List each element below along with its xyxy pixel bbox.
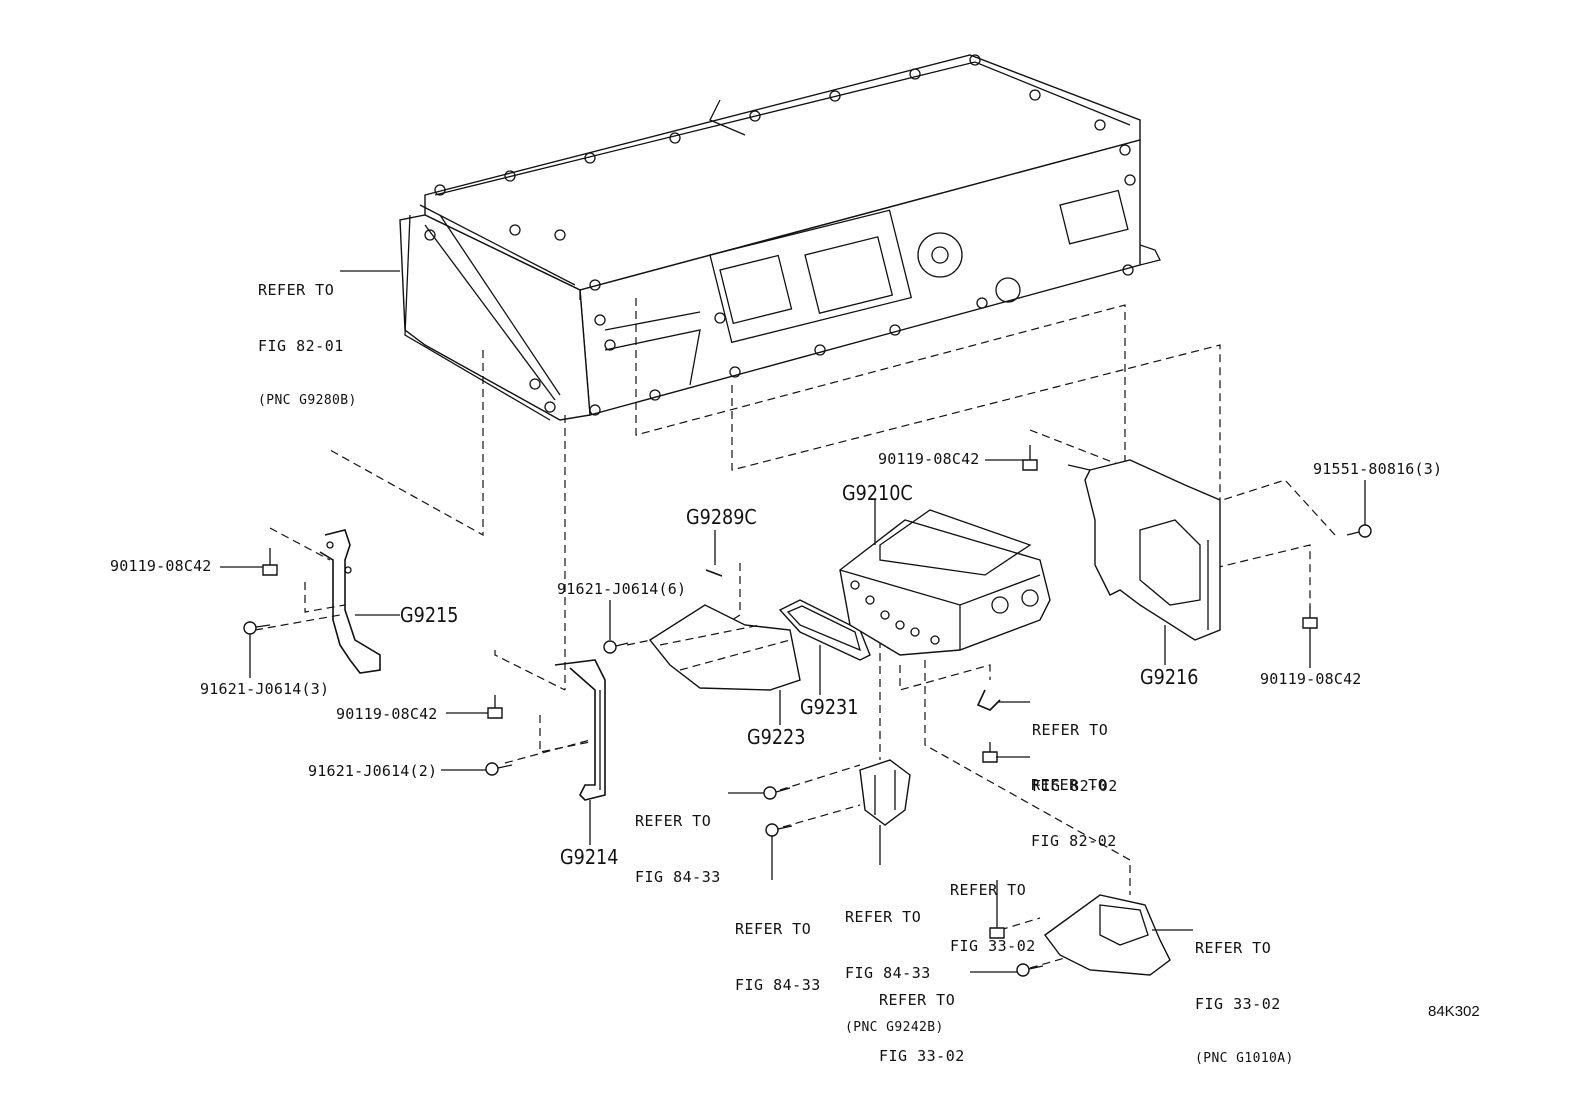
plate-g9223 bbox=[648, 604, 801, 691]
ref-line2: FIG 82-01 bbox=[258, 336, 344, 355]
ref-84-33-a: REFER TO FIG 84-33 bbox=[635, 774, 721, 905]
bracket-g9214 bbox=[554, 659, 606, 801]
part-g9289c: G9289C bbox=[686, 505, 757, 529]
inverter-housing bbox=[399, 54, 1161, 421]
label-90119-08c42-mid-left: 90119-08C42 bbox=[336, 705, 438, 723]
bolt-icon bbox=[487, 695, 503, 719]
label-90119-08c42-top-center: 90119-08C42 bbox=[878, 450, 980, 468]
bolt-icon bbox=[989, 918, 1005, 939]
bolt-icon bbox=[763, 786, 791, 800]
bolt-icon bbox=[1022, 445, 1038, 471]
ref-33-02-c: REFER TO FIG 33-02 bbox=[879, 953, 965, 1084]
pin-icon bbox=[705, 569, 723, 577]
ref-line1: REFER TO bbox=[258, 280, 335, 299]
ref-82-02-b: REFER TO FIG 82-02 bbox=[1031, 738, 1117, 869]
bolt-icon bbox=[603, 640, 629, 654]
bolt-icon bbox=[982, 742, 998, 763]
ref-line1: REFER TO bbox=[950, 880, 1027, 899]
ref-line2: FIG 84-33 bbox=[735, 975, 821, 994]
ref-line1: REFER TO bbox=[879, 990, 956, 1009]
bolt-icon bbox=[485, 762, 513, 776]
figure-id: 84K302 bbox=[1428, 1003, 1480, 1020]
converter-g9210c bbox=[839, 509, 1051, 656]
bracket-g1010a bbox=[1044, 894, 1171, 976]
ref-line1: REFER TO bbox=[1032, 720, 1109, 739]
ref-82-02-a: REFER TO FIG 82-02 bbox=[1032, 683, 1118, 814]
ref-line1: REFER TO bbox=[845, 907, 922, 926]
bolt-icon bbox=[243, 621, 271, 635]
ref-pnc: (PNC G1010A) bbox=[1195, 1051, 1294, 1066]
bolt-icon bbox=[262, 548, 278, 576]
label-91551-80816-3: 91551-80816(3) bbox=[1313, 460, 1443, 478]
part-g9216: G9216 bbox=[1140, 665, 1199, 689]
part-g9214: G9214 bbox=[560, 845, 619, 869]
bracket-g9216 bbox=[1067, 459, 1221, 641]
ref-33-02-b: REFER TO FIG 33-02 (PNC G1010A) bbox=[1195, 901, 1294, 1086]
bolt-icon bbox=[1346, 524, 1372, 538]
gasket-g9231 bbox=[778, 599, 871, 661]
ref-84-33-c: REFER TO FIG 84-33 (PNC G9242B) bbox=[845, 870, 944, 1055]
part-g9215: G9215 bbox=[400, 603, 459, 627]
label-91621-j0614-6: 91621-J0614(6) bbox=[557, 580, 687, 598]
ref-line1: REFER TO bbox=[1195, 938, 1272, 957]
ref-line2: FIG 33-02 bbox=[1195, 994, 1281, 1013]
label-91621-j0614-3: 91621-J0614(3) bbox=[200, 680, 330, 698]
ref-pnc: (PNC G9242B) bbox=[845, 1020, 944, 1035]
clip-icon bbox=[976, 689, 1001, 711]
label-leaders bbox=[220, 270, 1366, 973]
ref-line2: FIG 82-02 bbox=[1031, 831, 1117, 850]
ref-line1: REFER TO bbox=[1031, 775, 1108, 794]
ref-line2: FIG 84-33 bbox=[635, 867, 721, 886]
part-g9231: G9231 bbox=[800, 695, 859, 719]
ref-line1: REFER TO bbox=[735, 919, 812, 938]
bolt-icon bbox=[1016, 963, 1044, 977]
fastener-icons bbox=[243, 445, 1372, 977]
label-90119-08c42-upper-left: 90119-08C42 bbox=[110, 557, 212, 575]
ref-pnc: (PNC G9280B) bbox=[258, 393, 357, 408]
housing-bolt-heads bbox=[424, 54, 1136, 416]
alignment-dashed-lines bbox=[254, 298, 1336, 969]
ref-line2: FIG 82-02 bbox=[1032, 776, 1118, 795]
ref-line1: REFER TO bbox=[635, 811, 712, 830]
bolt-icon bbox=[1302, 605, 1318, 629]
label-90119-08c42-right-lower: 90119-08C42 bbox=[1260, 670, 1362, 688]
part-g9210c: G9210C bbox=[842, 481, 913, 505]
ref-line2: FIG 33-02 bbox=[879, 1046, 965, 1065]
ref-line2: FIG 33-02 bbox=[950, 936, 1036, 955]
ref-84-33-b: REFER TO FIG 84-33 bbox=[735, 882, 821, 1013]
ref-33-02-a: REFER TO FIG 33-02 bbox=[950, 843, 1036, 974]
ref-82-01: REFER TO FIG 82-01 (PNC G9280B) bbox=[258, 243, 357, 428]
ref-line2: FIG 84-33 bbox=[845, 963, 931, 982]
label-91621-j0614-2: 91621-J0614(2) bbox=[308, 762, 438, 780]
bracket-g9215 bbox=[319, 529, 381, 674]
sensor-g9242b bbox=[859, 759, 911, 826]
part-g9223: G9223 bbox=[747, 725, 806, 749]
